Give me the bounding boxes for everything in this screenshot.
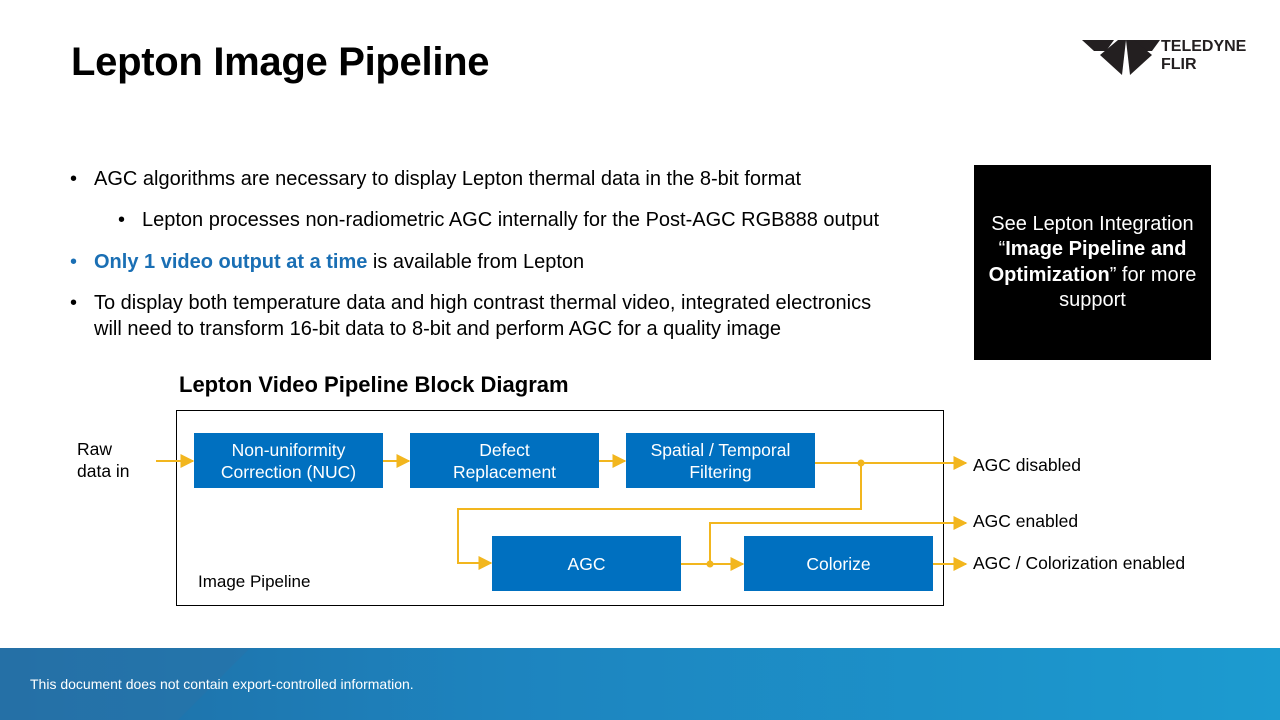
image-pipeline-frame xyxy=(176,410,944,606)
note-bold: Image Pipeline and Optimization xyxy=(988,238,1187,286)
bullet-text: AGC algorithms are necessary to display … xyxy=(94,168,802,190)
bullet-text: Lepton processes non-radiometric AGC int… xyxy=(142,209,880,231)
teledyne-flir-logo-icon xyxy=(1082,40,1160,75)
footer-accent-shape xyxy=(0,648,250,720)
block-agc-label: AGC xyxy=(567,553,606,574)
junction-dot-spatial xyxy=(857,459,865,467)
bullet-line-1: To display both temperature data and hig… xyxy=(94,292,872,314)
raw-line-2: data in xyxy=(77,461,130,481)
arrow-spatial-to-agc xyxy=(457,463,862,570)
arrow-agc-to-agc-enabled xyxy=(709,516,968,564)
bullet-dot: • xyxy=(118,209,126,231)
junction-dot-agc xyxy=(706,560,714,568)
bullet-dot: • xyxy=(70,292,78,314)
raw-line-1: Raw xyxy=(77,439,113,459)
block-agc: AGC xyxy=(492,536,681,591)
output-agc-colorization-enabled: AGC / Colorization enabled xyxy=(973,553,1186,573)
footer-disclaimer: This document does not contain export-co… xyxy=(30,676,414,692)
support-note-box: See Lepton Integration “Image Pipeline a… xyxy=(974,165,1211,360)
bullet-highlight: Only 1 video output at a time xyxy=(94,251,368,273)
note-pre: See Lepton Integration “ xyxy=(991,212,1194,261)
logo-line-teledyne: TELEDYNE xyxy=(1161,38,1247,55)
bullet-text: To display both temperature data and hig… xyxy=(94,290,871,342)
output-agc-enabled: AGC enabled xyxy=(973,511,1079,531)
slide-title: Lepton Image Pipeline xyxy=(71,40,490,84)
block-colorize-label: Colorize xyxy=(806,553,871,574)
block-colorize: Colorize xyxy=(744,536,933,591)
support-note-text: See Lepton Integration “Image Pipeline a… xyxy=(988,212,1197,314)
bullet-text: Only 1 video output at a time is availab… xyxy=(94,249,584,275)
output-agc-disabled: AGC disabled xyxy=(973,455,1081,475)
diagram-title: Lepton Video Pipeline Block Diagram xyxy=(179,372,569,397)
logo-wordmark: TELEDYNE FLIR xyxy=(1161,38,1246,74)
bullet-rest: is available from Lepton xyxy=(367,251,585,273)
note-post: ” for more support xyxy=(1059,263,1197,312)
image-pipeline-label: Image Pipeline xyxy=(198,572,311,591)
bullet-dot: • xyxy=(70,251,78,273)
bullet-dot: • xyxy=(70,168,78,190)
bullet-line-2: will need to transform 16-bit data to 8-… xyxy=(94,318,782,340)
logo-line-flir: FLIR xyxy=(1161,56,1197,73)
raw-data-in-label: Raw data in xyxy=(77,438,130,482)
